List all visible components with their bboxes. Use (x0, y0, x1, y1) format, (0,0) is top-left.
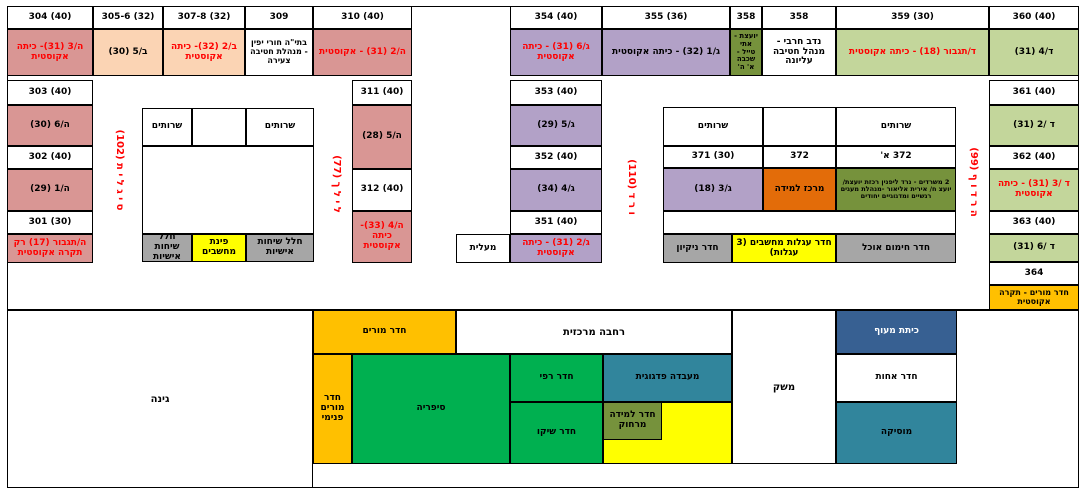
rafi-room: חדר רפי (510, 354, 603, 402)
room-304-header: (40) 304 (7, 6, 93, 29)
room-g6: ג/6 (31) - כיתה אקוסטית (510, 29, 602, 76)
restroom-west-blank (192, 108, 246, 146)
room-364-header: 364 (989, 262, 1079, 285)
corridor-lilach-label: ל י ל ך (77) (331, 155, 342, 213)
cleaning-room: חדר ניקיון (663, 234, 732, 263)
room-361-header: (40) 361 (989, 80, 1079, 105)
shiku-room: חדר שיקו (510, 402, 603, 464)
restroom-east-blank (763, 107, 836, 146)
corridor-hardof-label: ה ר ד ו ף (99) (968, 147, 979, 217)
restroom-east-1: שרותים (663, 107, 763, 146)
remote-learning-room: חדר למידה מרחוק (603, 402, 662, 440)
room-362-header: (40) 362 (989, 146, 1079, 169)
room-h6: ה/6 (30) (7, 105, 93, 146)
food-warming-room: חדר חימום אוכל (836, 234, 956, 263)
room-358a-header: 358 (730, 6, 762, 29)
room-371-header: (30) 371 (663, 146, 763, 168)
room-d4: ד/4 (31) (989, 29, 1079, 76)
elevator: מעלית (456, 234, 510, 263)
room-h5: ה/5 (28) (352, 105, 412, 169)
room-g5: ג/5 (29) (510, 105, 602, 146)
room-355-header: (36) 355 (602, 6, 730, 29)
room-352-header: (40) 352 (510, 146, 602, 169)
room-d3: ד /3 (31) - כיתה אקוסטית (989, 169, 1079, 211)
teachers-room: חדר מורים (313, 310, 456, 354)
room-h2: ה/2 (31) - אקוסטית (313, 29, 412, 76)
corridor-vered-label: ו ר ד (110) (626, 159, 637, 215)
advisors-offices: 2 משרדים - נרד ליפנין רכזת יועצת/ יועצ ח… (836, 168, 956, 211)
room-305-6-header: (32) 305-6 (93, 6, 163, 29)
office-young-division-principal: בתי"ה חורי יפין - מנהלת חטיבה צעירה (245, 29, 313, 76)
room-351-header: (40) 351 (510, 211, 602, 234)
east-central-gap (663, 211, 956, 234)
room-b5: ב/5 (30) (93, 29, 163, 76)
restroom-west-2: שרותים (246, 108, 314, 146)
maintenance: משק (732, 310, 836, 464)
room-302-header: (40) 302 (7, 146, 93, 169)
pedagogical-lab: מעבדה פדגוגית (603, 354, 732, 402)
room-g1: ג/1 (32) - כיתה אקוסטית (602, 29, 730, 76)
room-363-header: (40) 363 (989, 211, 1079, 234)
room-b2: ב/2 (32)- כיתה אקוסטית (163, 29, 245, 76)
room-372a-header: 372 א' (836, 146, 956, 168)
room-307-8-header: (32) 307-8 (163, 6, 245, 29)
music-room: מוסיקה (836, 402, 957, 464)
room-d6: ד /6 (31) (989, 234, 1079, 262)
room-h-tagbur: ה/תגבור (17) רק תקרה אקוסטית (7, 234, 93, 263)
room-353-header: (40) 353 (510, 80, 602, 105)
room-303-header: (40) 303 (7, 80, 93, 105)
room-h3: ה/3 (31)- כיתה אקוסטית (7, 29, 93, 76)
private-talk-space-1: חלל שיחות אישיות (142, 234, 192, 262)
room-309-header: 309 (245, 6, 313, 29)
garden: גינה (7, 310, 313, 488)
room-d2: ד /2 (31) (989, 105, 1079, 146)
room-354-header: (40) 354 (510, 6, 602, 29)
room-301-header: (30) 301 (7, 211, 93, 234)
restroom-east-2: שרותים (836, 107, 956, 146)
room-h4: ה/4 (33)- כיתה אקוסטית (352, 211, 412, 263)
private-talk-space-2: חלל שיחות אישיות (246, 234, 314, 262)
corridor-sigalit-label: ס י ג ל י ת (102) (114, 129, 125, 211)
library: סיפריה (352, 354, 510, 464)
maof-classroom: כיתת מעוף (836, 310, 957, 354)
room-311-header: (40) 311 (352, 80, 412, 105)
computer-carts-room: חדר עגלות מחשבים (3 עגלות) (732, 234, 836, 263)
inner-teachers-room: חדר מורים פנימי (313, 354, 352, 464)
room-g2: ג/2 (31) - כיתה אקוסטית (510, 234, 602, 263)
room-g4: ג/4 (34) (510, 169, 602, 211)
west-central-space (142, 146, 314, 234)
room-358b-header: 358 (762, 6, 836, 29)
room-312-header: (40) 312 (352, 169, 412, 211)
room-310-header: (40) 310 (313, 6, 412, 29)
office-upper-division-principal: נדב חרבי - מנהל חטיבה עליונה (762, 29, 836, 76)
central-plaza: רחבה מרכזית (456, 310, 732, 354)
room-360-header: (40) 360 (989, 6, 1079, 29)
teachers-room-364: חדר מורים - תקרה אקוסטית (989, 285, 1079, 310)
room-359-header: (30) 359 (836, 6, 989, 29)
restroom-west-1: שרותים (142, 108, 192, 146)
counselor-office: יועצת - אתי טייל - שכבה א' ה' (730, 29, 762, 76)
room-h1: ה/1 (29) (7, 169, 93, 211)
room-372-header: 372 (763, 146, 836, 168)
learning-center: מרכז למידה (763, 168, 836, 211)
room-g3: ג/3 (18) (663, 168, 763, 211)
computer-corner: פינת מחשבים (192, 234, 246, 262)
room-d-tagbur: ד/תגבור (18) - כיתה אקוסטית (836, 29, 989, 76)
nurse-room: חדר אחות (836, 354, 957, 402)
